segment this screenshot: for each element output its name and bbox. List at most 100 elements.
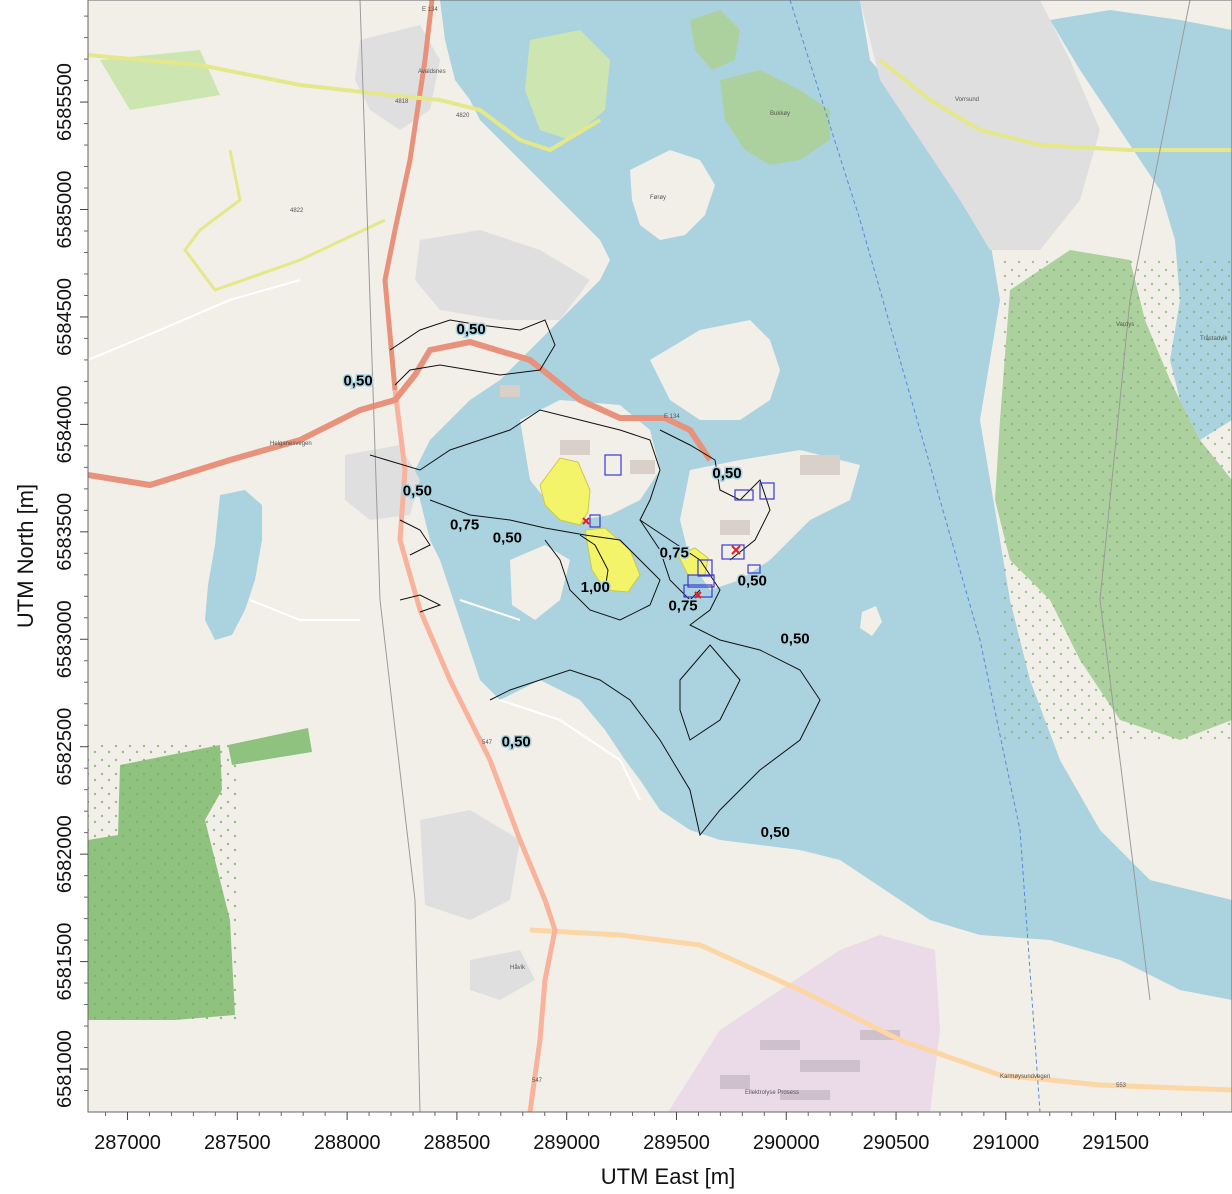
label-haavik: Håvik	[510, 964, 526, 971]
contour-0-75-main	[429, 499, 661, 621]
power-line-east	[1099, 0, 1191, 1001]
power-line-west	[359, 0, 421, 1112]
contour-1-00	[579, 534, 609, 591]
island-farey	[630, 150, 715, 240]
x-axis-title: UTM East [m]	[601, 1164, 735, 1189]
contour-label: 0,50	[761, 824, 790, 841]
contour-label: 0,75	[660, 545, 689, 562]
residential-north-centre	[415, 230, 590, 320]
contour-value-labels: 0,500,500,500,500,750,500,751,000,750,50…	[342, 320, 811, 843]
road-secondary-vorrsund	[878, 58, 1232, 152]
x-tick-label: 290000	[753, 1132, 820, 1154]
label-e134-east: E 134	[664, 414, 680, 420]
building-outlines	[589, 454, 775, 598]
contour-label: 0,50	[457, 321, 486, 338]
island-south-west	[510, 545, 570, 620]
label-4820: 4820	[456, 113, 470, 119]
contour-label: 0,50	[493, 530, 522, 547]
road-e134-north	[382, 0, 435, 391]
y-tick-label: 6585500	[54, 63, 76, 141]
label-547-south: 547	[532, 1078, 543, 1084]
island-north-small	[690, 10, 740, 70]
contour-0-50-west-fragments	[399, 519, 442, 613]
x-axis: 287000 287500 288000 288500 289000 289500 2900…	[94, 1112, 1204, 1154]
peninsula-buildings	[500, 385, 840, 535]
label-vardys: Vardys	[1116, 322, 1134, 328]
minor-roads	[88, 279, 641, 801]
label-4822: 4822	[290, 208, 304, 214]
y-tick-label: 6582000	[54, 815, 76, 893]
contour-label: 0,50	[502, 734, 531, 751]
contour-0-50-inner-loop	[679, 644, 741, 741]
x-tick-label: 287500	[204, 1132, 271, 1154]
contour-label: 0,50	[738, 573, 767, 590]
y-tick-label: 6584500	[54, 278, 76, 356]
forest-west-pattern	[88, 745, 238, 1020]
label-547: 547	[482, 740, 493, 746]
x-tick-label: 291000	[972, 1132, 1039, 1154]
zone-above-1-00-north	[539, 457, 591, 526]
contour-lines	[369, 319, 821, 837]
residential-south	[420, 810, 520, 920]
industrial-zone-south	[668, 935, 940, 1112]
label-553: 553	[1116, 1083, 1127, 1089]
forest-strip	[228, 728, 312, 765]
x-tick-label: 288500	[424, 1132, 491, 1154]
island-central	[650, 320, 780, 420]
x-tick-label: 291500	[1082, 1132, 1149, 1154]
x-tick-label: 289500	[643, 1132, 710, 1154]
y-axis-title: UTM North [m]	[13, 484, 38, 628]
y-tick-label: 6585000	[54, 171, 76, 249]
plot-frame	[87, 0, 1232, 1113]
source-marker-1	[731, 545, 741, 555]
contour-label: 0,50	[403, 482, 432, 499]
label-trastadvik: Tråstadvik	[1200, 335, 1228, 342]
contour-label: 0,50	[780, 631, 809, 648]
residential-haavik	[470, 950, 535, 1000]
base-map	[88, 0, 1232, 1112]
peninsula-east-industrial	[680, 450, 860, 590]
label-bukkey: Bukkøy	[770, 111, 790, 117]
industrial-buildings	[720, 1030, 900, 1100]
y-tick-label: 6581000	[54, 1030, 76, 1108]
contour-label: 0,50	[343, 373, 372, 390]
x-tick-label: 288000	[314, 1132, 381, 1154]
road-karmoysundvegen	[529, 927, 1232, 1093]
green-islet-north	[525, 30, 610, 140]
label-farey: Førøy	[650, 195, 666, 201]
road-e134	[88, 338, 713, 489]
label-vorrsund: Vorrsund	[955, 97, 979, 103]
label-e134-north: E 134	[422, 7, 438, 13]
forest-east-pattern	[1000, 260, 1232, 740]
islet-east	[860, 606, 882, 636]
island-bukkey	[720, 70, 830, 165]
label-karmoysundvegen: Karmøysundvegen	[1000, 1074, 1050, 1080]
dispersion-overlay	[369, 319, 821, 837]
y-tick-label: 6584000	[54, 385, 76, 463]
residential-vorrsund	[860, 0, 1100, 250]
map-text-labels: E 134 E 134 547 547 4818 4822 4820 553 A…	[270, 7, 1228, 1096]
zone-above-1-00-south	[584, 527, 641, 593]
contour-0-50-main	[369, 409, 821, 837]
zone-above-1-00-east	[677, 547, 709, 576]
y-tick-label: 6583000	[54, 600, 76, 678]
label-industri: Ellektrolyse Prosess	[745, 1090, 799, 1096]
road-547	[392, 389, 558, 1112]
road-secondary-north	[88, 53, 602, 153]
source-marker-2	[694, 591, 702, 599]
x-tick-label: 287000	[94, 1132, 161, 1154]
contour-label: 1,00	[581, 579, 610, 596]
y-tick-label: 6582500	[54, 708, 76, 786]
y-axis: 6581000658150065820006582500658300065835…	[54, 15, 88, 1108]
road-secondary-west	[183, 149, 386, 292]
label-helganesvegen: Helganesvegen	[270, 441, 312, 447]
label-4818: 4818	[395, 99, 409, 105]
label-avaldsnes: Avaldsnes	[418, 69, 446, 75]
x-tick-label: 289000	[533, 1132, 600, 1154]
contour-0-50-north	[389, 319, 556, 386]
shipping-lane	[789, 0, 1041, 1112]
contour-label: 0,50	[712, 465, 741, 482]
y-tick-label: 6581500	[54, 923, 76, 1001]
contour-label: 0,75	[450, 517, 479, 534]
